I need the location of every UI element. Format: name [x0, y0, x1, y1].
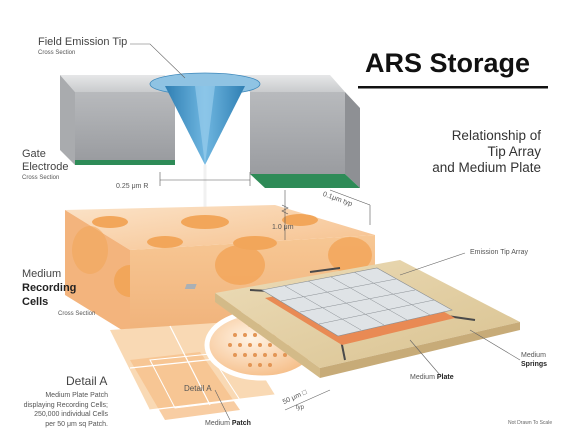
detail-a-desc-line: 250,000 individual Cells [34, 411, 108, 418]
gate-electrode-left [60, 75, 175, 165]
detail-a-desc-line: per 50 μm sq Patch. [45, 420, 108, 428]
medium-plate-label-bold: Plate [436, 374, 454, 381]
subtitle-line: and Medium Plate [432, 160, 541, 175]
medium-patch-label: Medium Patch [205, 420, 251, 427]
medium-springs-label-line1: Medium [521, 352, 546, 359]
medium-sublabel: Cross Section [58, 311, 96, 317]
subtitle-line: Relationship of [451, 128, 541, 143]
gate-label-line2: Electrode [22, 161, 69, 173]
leader-lines [130, 43, 521, 421]
medium-plate-label-pre: Medium [410, 374, 435, 381]
gate-label-line1: Gate [22, 148, 46, 160]
medium-springs-label-line2: Springs [521, 361, 548, 368]
gate-electrode-right [235, 75, 360, 188]
medium-patch-label-pre: Medium [205, 420, 230, 427]
subtitle: Relationship of Tip Array and Medium Pla… [432, 128, 541, 176]
field-emission-tip-sublabel: Cross Section [38, 50, 76, 56]
gap-dimension-label: 1.0 μm [272, 224, 294, 231]
subtitle-line: Tip Array [487, 144, 541, 159]
radius-dimension-label: 0.25 μm R [116, 183, 149, 190]
medium-patch-label-bold: Patch [231, 420, 251, 427]
title-underline [358, 86, 548, 89]
medium-label-line3: Cells [22, 296, 49, 308]
medium-plate-label: Medium Plate [410, 374, 454, 381]
detail-a-inner-label: Detail A [184, 384, 212, 393]
radius-dimension [159, 172, 251, 186]
emission-tip-array-label: Emission Tip Array [470, 249, 528, 256]
detail-a-description: Medium Plate Patch displaying Recording … [8, 391, 108, 429]
detail-a-desc-line: Medium Plate Patch [45, 392, 108, 399]
patch-dimension-typ: typ [296, 405, 305, 411]
detail-a-title: Detail A [66, 374, 108, 388]
gap-dimension [281, 189, 371, 240]
medium-label-line2: Recording [22, 282, 77, 294]
page-title: ARS Storage [365, 48, 531, 78]
field-emission-tip [149, 72, 261, 165]
gate-sublabel: Cross Section [22, 175, 60, 181]
medium-label-line1: Medium [22, 268, 62, 280]
emission-tip-array [184, 267, 453, 337]
field-emission-tip-label: Field Emission Tip [38, 36, 128, 48]
detail-a-desc-line: displaying Recording Cells; [23, 401, 108, 409]
not-to-scale-note: Not Drawn To Scale [508, 420, 553, 426]
